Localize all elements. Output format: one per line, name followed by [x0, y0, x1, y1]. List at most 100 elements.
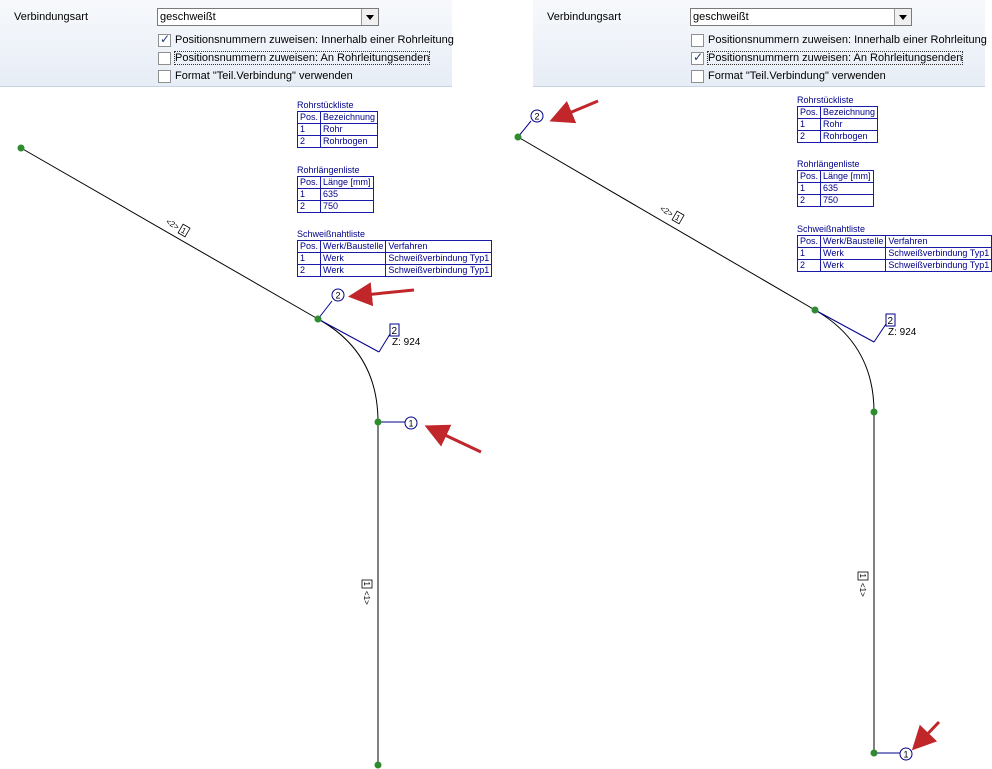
option-label: Positionsnummern zuweisen: Innerhalb ein…	[708, 34, 987, 46]
weld-balloon-number: 2	[534, 112, 539, 122]
pipe-reference: <2>	[164, 217, 181, 232]
connection-type-label: Verbindungsart	[14, 11, 88, 23]
weld-balloon-number: 1	[903, 750, 908, 760]
parts-list-title: Rohrstückliste	[297, 100, 354, 110]
pipe-bend	[317, 318, 379, 423]
bend-tag-number: 2	[888, 316, 894, 327]
pipe-reference: <1>	[858, 583, 867, 597]
option-label: Positionsnummern zuweisen: Innerhalb ein…	[175, 34, 454, 46]
bend-leader	[378, 333, 391, 353]
option-label: Positionsnummern zuweisen: An Rohrleitun…	[173, 51, 431, 65]
pipe-node[interactable]	[314, 315, 322, 323]
table-row: 2 Werk Schweißverbindung Typ1	[296, 264, 493, 277]
pipe-tag-box	[177, 223, 191, 238]
weld-balloon-number: 2	[335, 291, 340, 301]
z-label: Z: 924	[392, 337, 421, 348]
z-label: Z: 924	[888, 327, 917, 338]
table-row: 2 750	[296, 200, 374, 213]
table-cell: Rohrbogen	[820, 130, 879, 143]
weld-seam-list-title: Schweißnahtliste	[297, 229, 366, 239]
table-cell: 750	[820, 194, 874, 207]
weld-balloon	[331, 288, 345, 302]
pipe-tag-box	[361, 579, 373, 589]
pipe-position-tag: <2> 1	[658, 204, 685, 225]
table-cell: 2	[796, 194, 822, 207]
weld-balloon-number: 1	[408, 419, 413, 429]
pipe-tag-box	[857, 571, 869, 581]
weld-seam-list-title: Schweißnahtliste	[797, 224, 866, 234]
checkbox-unchecked-icon[interactable]	[691, 34, 704, 47]
table-row: 2 Rohrbogen	[296, 135, 379, 148]
pipe-bend	[814, 309, 875, 413]
right-settings-panel: Verbindungsart geschweißt Positionsnumme…	[533, 0, 987, 87]
left-pipe-drawing: 2 Z: 924 2 1 <2> 1 1 <1>	[17, 144, 482, 769]
pipe-position-tag: 1 <1>	[857, 571, 869, 597]
highlight-arrow-icon	[424, 424, 482, 454]
bend-leader	[814, 309, 875, 343]
checkbox-checked-icon[interactable]	[691, 50, 704, 65]
weld-balloon	[404, 416, 418, 430]
table-row: 1 Werk Schweißverbindung Typ1	[296, 252, 493, 265]
table-cell: Werk	[320, 264, 387, 277]
pipe-node[interactable]	[374, 761, 382, 769]
checkbox-checked-icon[interactable]	[158, 32, 171, 47]
checkbox-unchecked-icon[interactable]	[158, 52, 171, 65]
chevron-down-icon[interactable]	[361, 9, 378, 25]
table-cell: Schweißverbindung Typ1	[385, 264, 493, 277]
option-label: Positionsnummern zuweisen: An Rohrleitun…	[706, 51, 964, 65]
table-cell: Schweißverbindung Typ1	[885, 259, 992, 272]
pipe-node[interactable]	[870, 408, 878, 416]
table-row: 2 750	[796, 194, 874, 207]
pipe-tag-number: 1	[179, 226, 188, 236]
bend-tag-number: 2	[392, 326, 398, 337]
table-cell: Rohrbogen	[320, 135, 379, 148]
option-label: Format "Teil.Verbindung" verwenden	[175, 70, 353, 82]
pipe-node[interactable]	[870, 749, 878, 757]
length-list-title: Rohrlängenliste	[797, 159, 860, 169]
connection-type-label: Verbindungsart	[547, 11, 621, 23]
connection-type-select[interactable]: geschweißt	[157, 8, 379, 26]
weld-balloon	[530, 109, 544, 123]
connection-type-value: geschweißt	[160, 11, 216, 23]
table-row: 2 Rohrbogen	[796, 130, 879, 143]
table-row: 1 Rohr	[296, 123, 379, 136]
pipe-position-tag: 1 <1>	[361, 579, 373, 605]
checkbox-unchecked-icon[interactable]	[158, 70, 171, 83]
table-row: 2 Werk Schweißverbindung Typ1	[796, 259, 992, 272]
pipe-node[interactable]	[811, 306, 819, 314]
pipe-node[interactable]	[374, 418, 382, 426]
pipe-segment	[517, 136, 816, 311]
checkbox-unchecked-icon[interactable]	[691, 70, 704, 83]
highlight-arrow-icon	[911, 720, 941, 751]
highlight-arrow-icon	[348, 282, 415, 307]
pipe-tag-number: 1	[673, 213, 682, 223]
bend-tag	[389, 323, 400, 337]
bend-tag	[885, 313, 896, 327]
pipe-position-tag: <2> 1	[164, 217, 191, 238]
pipe-segment	[20, 147, 319, 320]
right-pipe-drawing: 2 Z: 924 2 1 <2> 1 1 <1>	[514, 99, 941, 761]
weld-balloon	[899, 747, 913, 761]
pipe-node[interactable]	[514, 133, 522, 141]
left-settings-panel: Verbindungsart geschweißt Positionsnumme…	[0, 0, 454, 87]
highlight-arrow-icon	[549, 99, 599, 124]
bend-leader	[317, 318, 380, 353]
pipe-tag-number: 1	[858, 574, 867, 579]
bend-leader	[873, 323, 887, 343]
table-cell: Werk	[320, 252, 387, 265]
table-cell: 1	[796, 182, 822, 195]
connection-type-value: geschweißt	[693, 11, 749, 23]
chevron-down-icon[interactable]	[894, 9, 911, 25]
table-cell: 750	[320, 200, 374, 213]
table-cell: 2	[296, 200, 322, 213]
parts-list-title: Rohrstückliste	[797, 95, 854, 105]
table-row: 1 635	[796, 182, 874, 195]
pipe-reference: <2>	[658, 204, 675, 219]
pipe-tag-box	[671, 210, 685, 225]
balloon-leader	[317, 300, 333, 320]
table-cell: 2	[296, 264, 322, 277]
pipe-node[interactable]	[17, 144, 25, 152]
header-cell: Pos.	[296, 176, 322, 189]
connection-type-select[interactable]: geschweißt	[690, 8, 912, 26]
